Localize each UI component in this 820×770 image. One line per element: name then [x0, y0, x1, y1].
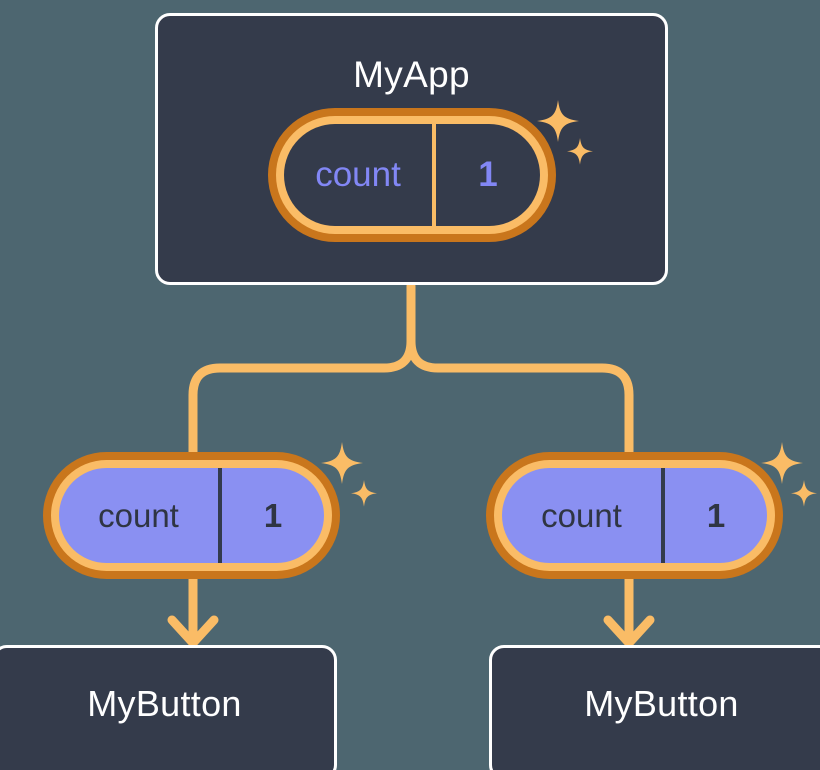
state-pill-body: count 1 [284, 124, 540, 226]
component-title-mybutton-right: MyButton [584, 683, 739, 724]
component-card-mybutton-right[interactable]: MyButton [489, 645, 820, 770]
connector-branch-left [188, 336, 416, 460]
state-key-label: count [315, 155, 401, 194]
arrow-right-head [603, 615, 655, 648]
state-key-label: count [98, 496, 179, 534]
state-pill-body: count 1 [502, 468, 767, 563]
state-value-label: 1 [432, 124, 540, 226]
state-pill-inner-ring: count 1 [494, 460, 775, 571]
connector-branch-right [406, 336, 634, 460]
state-pill-left[interactable]: count 1 [43, 452, 340, 579]
component-card-mybutton-left[interactable]: MyButton [0, 645, 337, 770]
state-pill-right[interactable]: count 1 [486, 452, 783, 579]
state-pill-inner-ring: count 1 [276, 116, 548, 234]
state-value-label: 1 [661, 468, 767, 563]
component-title-myapp: MyApp [353, 54, 470, 95]
arrow-left-head [167, 615, 219, 648]
state-key-label: count [541, 496, 622, 534]
state-pill-myapp[interactable]: count 1 [268, 108, 556, 242]
state-value-label: 1 [218, 468, 324, 563]
state-pill-inner-ring: count 1 [51, 460, 332, 571]
state-pill-body: count 1 [59, 468, 324, 563]
component-title-mybutton-left: MyButton [87, 683, 242, 724]
